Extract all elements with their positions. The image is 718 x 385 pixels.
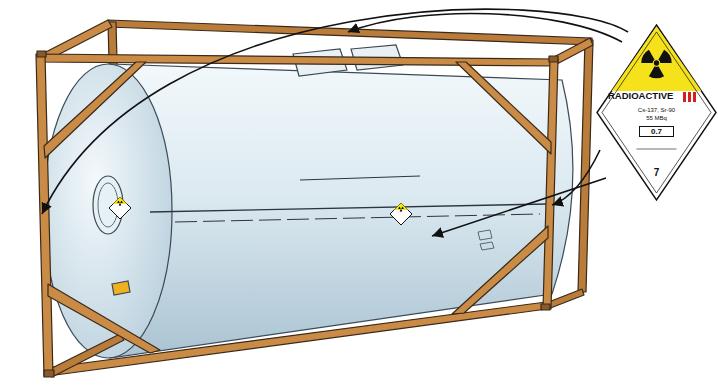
corner-post: [36, 54, 53, 376]
pointer-arrow: [348, 13, 622, 42]
placard-heading: RADIOACTIVE: [608, 91, 673, 102]
trefoil-symbol: [398, 207, 403, 212]
category-bar: [688, 92, 691, 102]
corner-casting: [549, 56, 558, 62]
divider-line: [637, 149, 677, 150]
bottom-end-rail: [48, 334, 124, 377]
bottom-side-rail: [46, 302, 547, 376]
tank-placard: [390, 203, 412, 225]
category-bar: [683, 92, 686, 102]
frame-brace: [48, 284, 160, 353]
weld-seam: [150, 204, 548, 212]
category-bar: [693, 92, 696, 102]
tank-placard: [109, 197, 131, 219]
corner-casting: [37, 51, 46, 57]
valve-mark: [480, 242, 494, 250]
weld-seam: [300, 176, 420, 180]
corner-post: [543, 59, 558, 309]
trefoil-symbol: [117, 201, 122, 206]
top-side-rail: [38, 54, 556, 66]
frame-brace: [452, 226, 548, 314]
contents-value: Cs-137, Sr-90: [597, 107, 716, 114]
valve-mark: [478, 230, 492, 240]
class-number: 7: [597, 167, 716, 179]
activity-value: 55 MBq: [597, 115, 716, 122]
placard-label: RADIOACTIVE Cs-137, Sr-9055 MBq 0.7 7: [597, 25, 716, 200]
front-frame: [36, 51, 584, 377]
pointer-arrow: [552, 150, 600, 205]
placard-diamond: [597, 25, 716, 200]
back-top-rail: [108, 20, 592, 45]
placard-diamond: [390, 203, 412, 225]
tank-end: [44, 64, 172, 358]
trefoil-symbol: [641, 50, 671, 78]
transport-index: 0.7: [639, 126, 674, 137]
pointer-arrows: [42, 9, 628, 236]
pointer-arrow: [42, 9, 628, 214]
corner-casting: [44, 370, 54, 377]
placard-diamond: [109, 197, 131, 219]
frame-brace: [456, 62, 551, 154]
placard-yellow-half: [612, 27, 702, 92]
pointer-arrow: [432, 178, 606, 236]
orange-panel: [112, 281, 130, 295]
corner-casting: [541, 304, 550, 310]
